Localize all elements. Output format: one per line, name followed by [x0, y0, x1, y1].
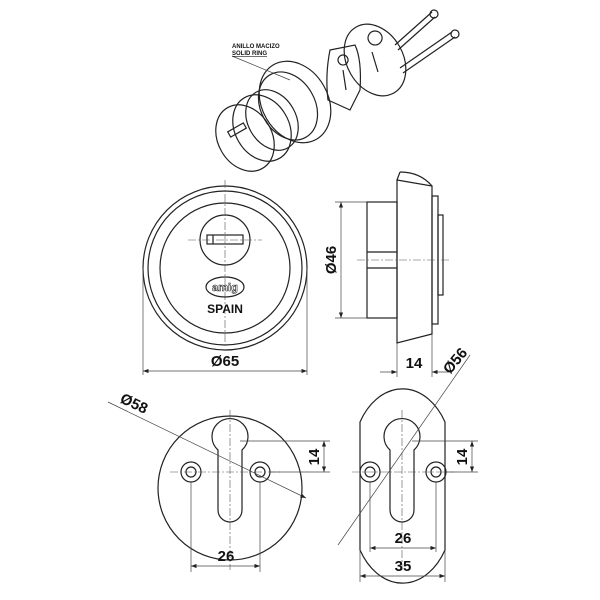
dim-depth-14: 14 — [406, 355, 423, 372]
cylinder-body — [215, 89, 299, 172]
dim-diameter-58: Ø58 — [117, 390, 150, 417]
screws — [394, 9, 460, 74]
dim-spacing-26-left: 26 — [218, 548, 235, 565]
front-view: amig SPAIN Ø65 — [142, 180, 308, 375]
spain-label: SPAIN — [207, 302, 243, 316]
logo-oval — [205, 276, 245, 298]
label-solid-ring: SOLID RING — [232, 51, 267, 57]
dim-offset-14-right: 14 — [454, 448, 471, 465]
label-anillo: ANILLO MACIZO — [232, 44, 280, 50]
amig-logo: amig — [212, 282, 238, 294]
round-plate-view: Ø58 14 26 — [107, 390, 330, 572]
dim-width-35: 35 — [395, 558, 412, 575]
side-view: Ø46 14 Ø56 — [323, 171, 471, 378]
solid-ring — [257, 60, 332, 144]
dim-diameter-46: Ø46 — [323, 246, 340, 274]
dim-diameter-65: Ø65 — [211, 353, 239, 370]
oval-plate-view: 14 26 35 — [337, 354, 478, 584]
leader-line — [231, 55, 291, 81]
exploded-view: ANILLO MACIZO SOLID RING — [215, 9, 460, 172]
backplate — [326, 44, 362, 111]
dim-spacing-26-right: 26 — [395, 530, 412, 547]
rear-plate — [343, 23, 407, 97]
dim-offset-14-left: 14 — [306, 448, 323, 465]
dim-diameter-56: Ø56 — [440, 345, 471, 378]
